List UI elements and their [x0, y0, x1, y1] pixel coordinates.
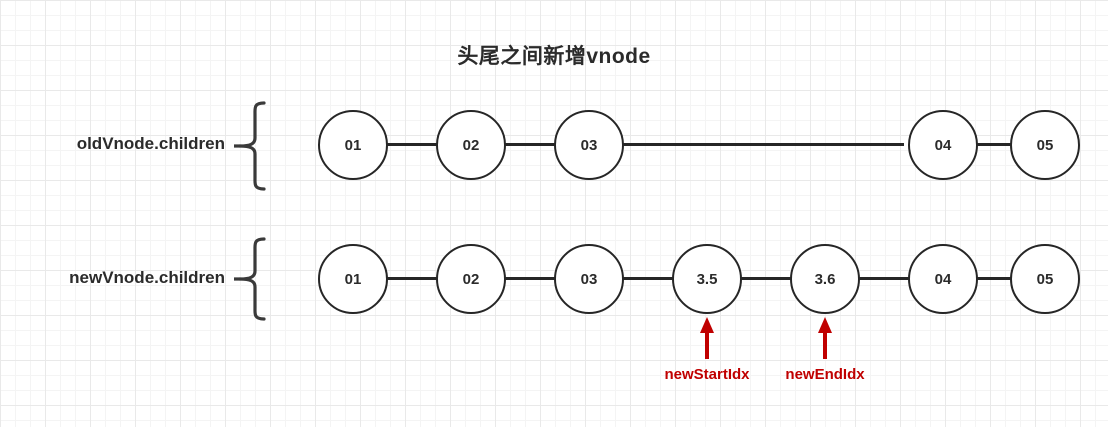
node-new-3-6[interactable]: 3.6	[790, 244, 860, 314]
connector-new-4	[740, 277, 796, 280]
node-old-04[interactable]: 04	[908, 110, 978, 180]
node-label: 04	[934, 270, 952, 288]
connector-old-2	[504, 143, 560, 146]
diagram-title: 头尾之间新增vnode	[457, 45, 651, 68]
node-old-02[interactable]: 02	[436, 110, 506, 180]
connector-new-5	[858, 277, 914, 280]
node-new-01[interactable]: 01	[318, 244, 388, 314]
node-old-05[interactable]: 05	[1010, 110, 1080, 180]
node-new-05[interactable]: 05	[1010, 244, 1080, 314]
connector-new-2	[504, 277, 560, 280]
node-label: 01	[344, 270, 362, 288]
node-old-03[interactable]: 03	[554, 110, 624, 180]
node-label: 02	[462, 136, 480, 154]
annotation-new-end-idx: newEndIdx	[785, 366, 865, 383]
connector-old-1	[386, 143, 442, 146]
node-new-02[interactable]: 02	[436, 244, 506, 314]
node-label: 05	[1036, 136, 1054, 154]
arrow-up-new-end-idx-icon	[816, 317, 834, 359]
annotation-new-start-idx: newStartIdx	[664, 366, 750, 383]
node-new-3-5[interactable]: 3.5	[672, 244, 742, 314]
row-label-old-vnode-children: oldVnode.children	[76, 134, 225, 153]
node-label: 03	[580, 270, 598, 288]
node-label: 01	[344, 136, 362, 154]
node-old-01[interactable]: 01	[318, 110, 388, 180]
connector-new-1	[386, 277, 442, 280]
node-label: 03	[580, 136, 598, 154]
node-new-03[interactable]: 03	[554, 244, 624, 314]
node-label: 02	[462, 270, 480, 288]
connector-new-6	[976, 277, 1014, 280]
node-label: 05	[1036, 270, 1054, 288]
node-label: 3.5	[696, 270, 718, 288]
row-label-new-vnode-children: newVnode.children	[69, 268, 225, 287]
node-new-04[interactable]: 04	[908, 244, 978, 314]
node-label: 3.6	[814, 270, 836, 288]
curly-brace-new-icon	[234, 236, 268, 322]
connector-new-3	[622, 277, 678, 280]
curly-brace-old-icon	[234, 100, 268, 192]
node-label: 04	[934, 136, 952, 154]
connector-old-3	[622, 143, 904, 146]
connector-old-4	[976, 143, 1014, 146]
arrow-up-new-start-idx-icon	[698, 317, 716, 359]
